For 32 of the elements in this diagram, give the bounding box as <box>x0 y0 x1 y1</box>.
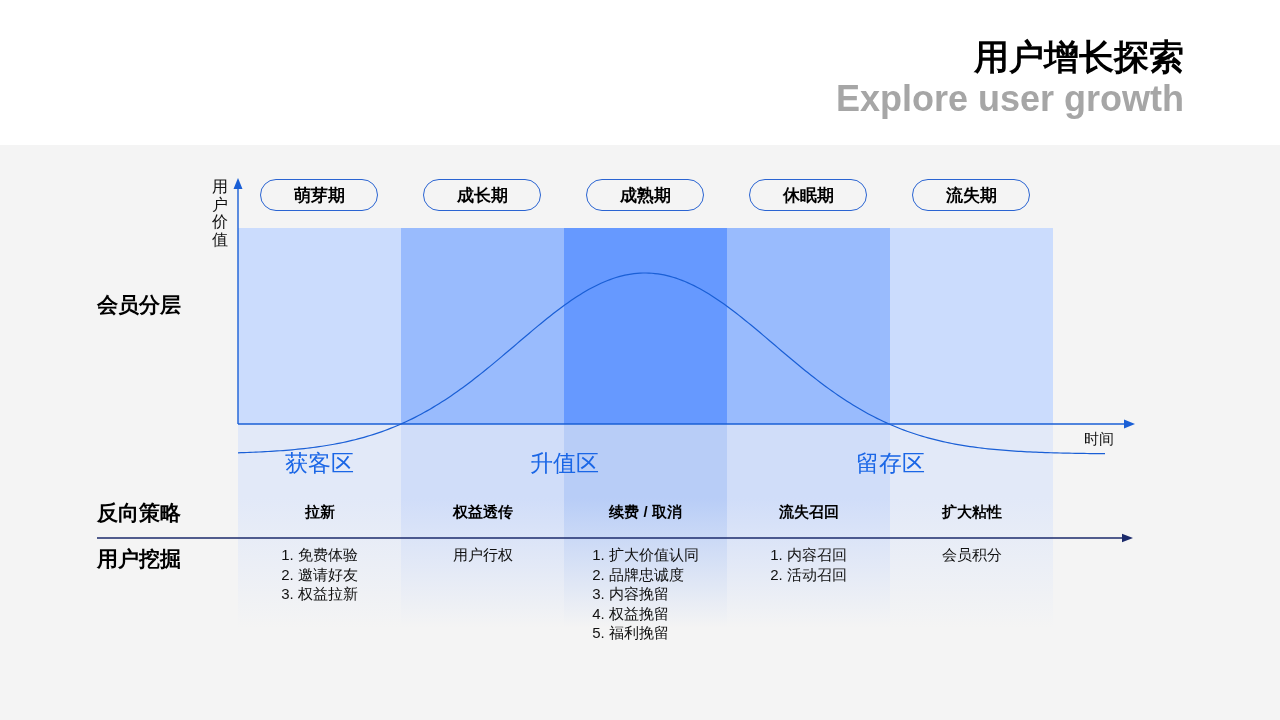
list-item: 1. 免费体验 <box>281 545 358 565</box>
stage-pill: 休眠期 <box>749 179 867 211</box>
zone-label: 获客区 <box>285 450 354 478</box>
stage-pill: 成熟期 <box>586 179 704 211</box>
stage-pill: 流失期 <box>912 179 1030 211</box>
subtitle: Explore user growth <box>835 78 1184 120</box>
list-item: 1. 扩大价值认同 <box>592 545 699 565</box>
stage-pill: 萌芽期 <box>260 179 378 211</box>
axis-label: 时间 <box>1084 430 1114 448</box>
strategy-heading: 权益透传 <box>451 502 514 522</box>
stage-pill: 成长期 <box>423 179 541 211</box>
strategy-heading: 拉新 <box>303 502 336 522</box>
list-item: 3. 权益拉新 <box>281 584 358 604</box>
strategy-heading: 流失召回 <box>777 502 840 522</box>
zone-label: 留存区 <box>855 450 925 478</box>
axis-label: 用户价值 <box>212 178 228 249</box>
strategy-heading: 续费 / 取消 <box>608 502 683 522</box>
zone-label: 升值区 <box>529 450 599 478</box>
list-item: 4. 权益挽留 <box>592 603 669 623</box>
row-label: 用户挖掘 <box>97 546 181 572</box>
list-item: 2. 邀请好友 <box>281 564 358 584</box>
list-item: 用户行权 <box>452 545 513 565</box>
list-item: 2. 活动召回 <box>770 564 847 584</box>
list-item: 2. 品牌忠诚度 <box>592 564 684 584</box>
title: 用户增长探索 <box>974 36 1184 78</box>
list-item: 3. 内容挽留 <box>592 584 669 604</box>
list-item: 会员积分 <box>941 545 1002 565</box>
list-item: 1. 内容召回 <box>770 545 847 565</box>
list-item: 5. 福利挽留 <box>592 623 669 643</box>
row-label: 反向策略 <box>97 500 181 526</box>
row-label: 会员分层 <box>97 292 181 318</box>
strategy-heading: 扩大粘性 <box>940 502 1003 522</box>
